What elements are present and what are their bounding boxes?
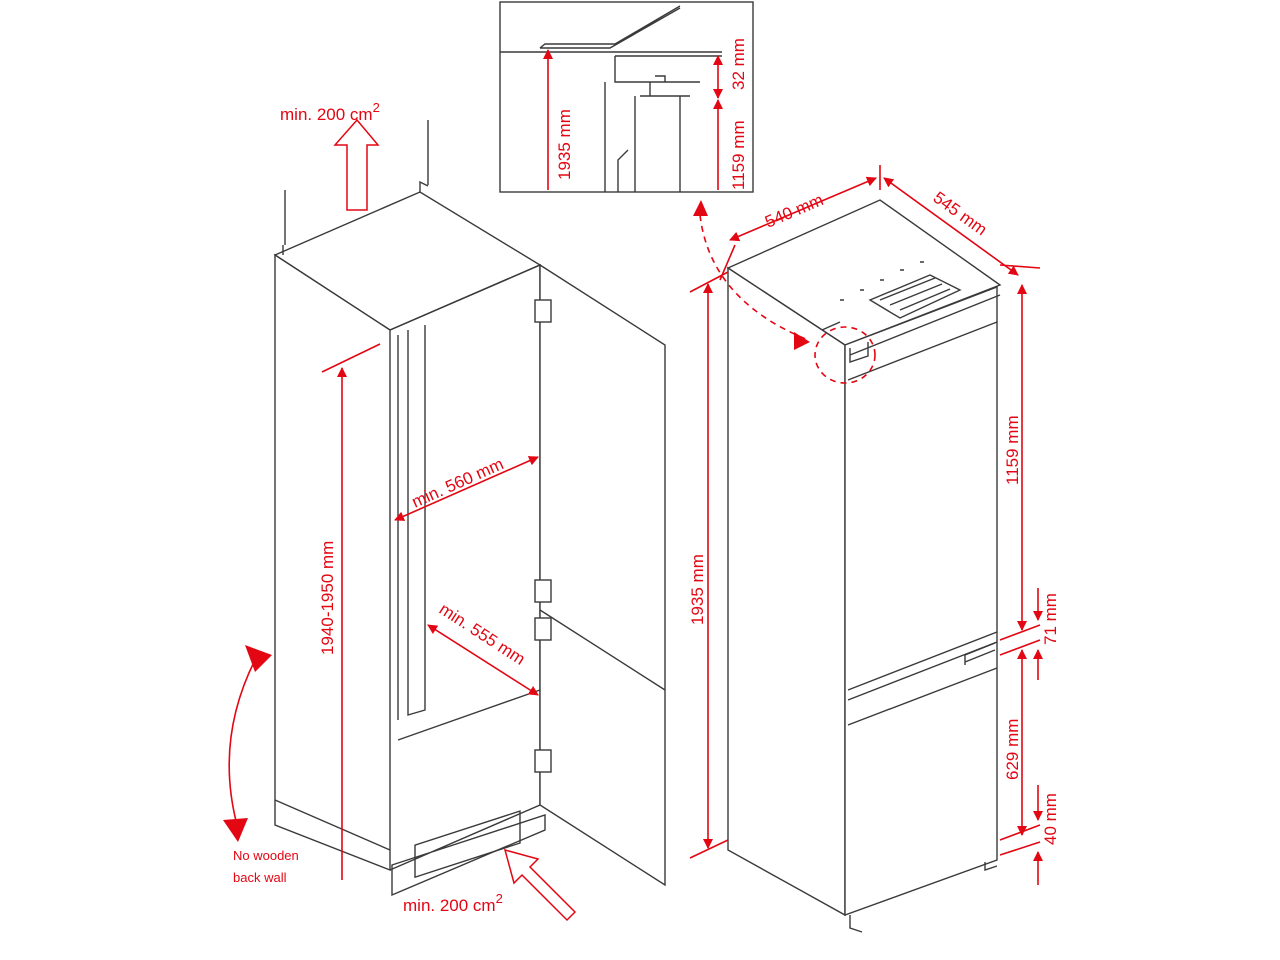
no-wall-label-2: back wall xyxy=(233,870,287,885)
back-wall-arrowheads-icon xyxy=(223,645,272,842)
inset-frame xyxy=(499,1,754,193)
hinge-middle-2 xyxy=(534,617,552,641)
vent-bottom-arrow-icon xyxy=(503,848,577,922)
cabinet-door xyxy=(539,263,666,887)
callout-arrowheads-icon xyxy=(693,200,810,350)
hinge-middle xyxy=(534,579,552,603)
gap-bottom-label: 40 mm xyxy=(1041,793,1060,845)
door-split xyxy=(539,609,666,691)
fridge-width-label: 540 mm xyxy=(762,190,826,231)
upper-door-label: 1159 mm xyxy=(1003,415,1022,485)
cabinet-guide-lines xyxy=(284,120,429,245)
fridge-front xyxy=(844,285,998,916)
cabinet-niche xyxy=(273,120,666,897)
gap-mid-label: 71 mm xyxy=(1041,593,1060,645)
inset-hinge xyxy=(604,55,722,192)
no-wall-label-1: No wooden xyxy=(233,848,299,863)
detail-callout-path xyxy=(699,214,809,341)
vent-top-label: min. 200 cm2 xyxy=(280,100,380,124)
niche-height-label: 1940-1950 mm xyxy=(318,541,337,655)
fridge-height-label: 1935 mm xyxy=(688,554,707,625)
back-wall-curve xyxy=(228,659,256,826)
fridge-width-dimension xyxy=(729,176,877,242)
inset-gap-label: 32 mm xyxy=(729,38,748,90)
fridge-appliance xyxy=(726,199,1002,933)
right-extension-lines xyxy=(999,624,1041,856)
min-depth-label: min. 555 mm xyxy=(436,599,529,668)
height-extension-top xyxy=(689,271,729,293)
inset-height-label: 1935 mm xyxy=(555,109,574,180)
hinge-top xyxy=(534,299,552,323)
inset-worktop xyxy=(500,5,722,53)
min-width-label: min. 560 mm xyxy=(409,454,506,511)
fridge-depth-label: 545 mm xyxy=(930,188,991,239)
hinge-bottom xyxy=(534,749,552,773)
min-depth-dimension xyxy=(427,624,539,696)
fridge-side xyxy=(727,266,846,917)
detail-callout-circle xyxy=(814,326,876,384)
fridge-door-lines xyxy=(847,321,998,933)
vent-grille xyxy=(414,810,521,879)
fridge-handle xyxy=(964,642,996,665)
vent-top-arrow-icon xyxy=(333,118,380,211)
vent-bottom-label: min. 200 cm2 xyxy=(403,891,503,915)
inset-detail: 1935 mm 32 mm 1159 mm xyxy=(499,1,754,193)
min-width-dimension xyxy=(394,456,539,521)
cabinet-plinth-line xyxy=(274,180,429,851)
inset-door-label: 1159 mm xyxy=(729,120,748,190)
height-extension-bottom xyxy=(689,839,729,859)
cabinet-interior xyxy=(389,263,546,897)
fridge-depth-dimension xyxy=(883,177,1019,276)
lower-door-label: 629 mm xyxy=(1003,719,1022,780)
niche-height-extension xyxy=(321,343,381,373)
